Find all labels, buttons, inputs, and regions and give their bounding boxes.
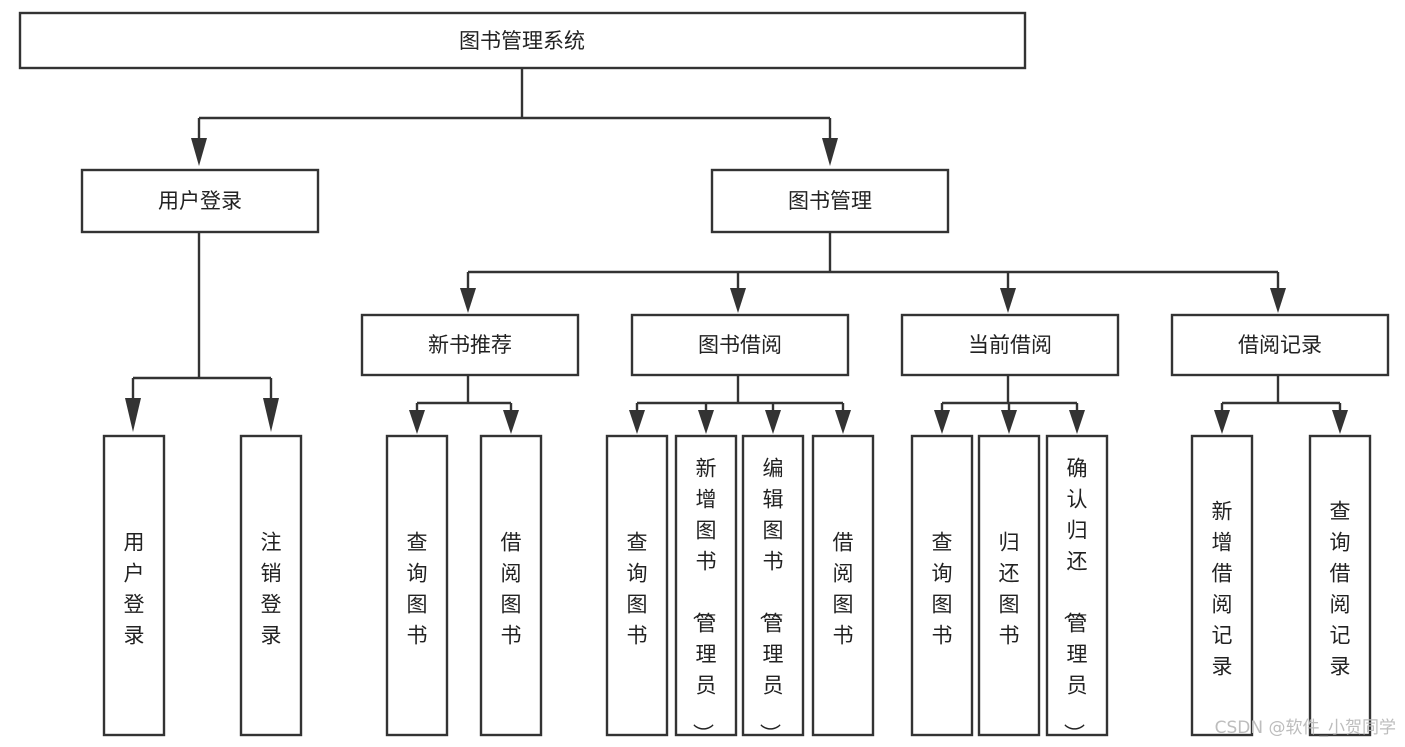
leaf-bb-query-book-box[interactable] — [605, 434, 669, 737]
arrow-head-borrow-record — [1270, 288, 1286, 313]
arrow-head-br-leaf-1 — [1214, 410, 1230, 434]
leaf-user-login-label: 用户登录 — [124, 531, 145, 648]
arrow-head-bb-leaf-1 — [629, 410, 645, 434]
arrow-head-nbr-leaf-2 — [503, 410, 519, 434]
connector-group-user-login — [125, 232, 279, 432]
leaf-nbr-query-book-box[interactable] — [385, 434, 449, 737]
node-user-login-box[interactable] — [80, 168, 320, 234]
leaf-cb-confirm-return-box[interactable] — [1045, 434, 1109, 737]
arrow-head-cb-leaf-2 — [1001, 410, 1017, 434]
leaf-cb-return-book-label: 归还图书 — [999, 531, 1020, 648]
node-book-mgmt-label: 图书管理 — [788, 189, 872, 213]
leaf-node[interactable]: 借阅图书 — [811, 434, 875, 737]
leaf-node[interactable]: 借阅图书 — [479, 434, 543, 737]
node-book-borrow[interactable]: 图书借阅 — [630, 313, 850, 377]
node-book-mgmt-box[interactable] — [710, 168, 950, 234]
arrow-head-leaf-user-login — [125, 398, 141, 432]
leaf-node[interactable]: 查询图书 — [910, 434, 974, 737]
connector-group-book-borrow — [629, 375, 851, 434]
node-root[interactable]: 图书管理系统 — [18, 11, 1027, 70]
node-user-login[interactable]: 用户登录 — [80, 168, 320, 234]
node-root-label: 图书管理系统 — [459, 29, 585, 53]
leaf-nbr-query-book-label: 查询图书 — [407, 531, 428, 648]
arrow-head-book-borrow — [730, 288, 746, 313]
leaf-user-login-box[interactable] — [102, 434, 166, 737]
leaf-node[interactable]: 确认归还（管理员） — [1045, 434, 1109, 744]
leaf-bb-borrow-book-box[interactable] — [811, 434, 875, 737]
node-current-borrow-box[interactable] — [900, 313, 1120, 377]
arrow-head-user-login — [191, 138, 207, 166]
leaf-cb-query-book-label: 查询图书 — [932, 531, 953, 648]
leaf-nbr-borrow-book-label: 借阅图书 — [501, 531, 522, 648]
node-current-borrow-label: 当前借阅 — [968, 333, 1052, 357]
node-new-book-recommend-box[interactable] — [360, 313, 580, 377]
node-user-login-label: 用户登录 — [158, 189, 242, 213]
node-current-borrow[interactable]: 当前借阅 — [900, 313, 1120, 377]
leaf-nbr-borrow-book-box[interactable] — [479, 434, 543, 737]
node-book-mgmt[interactable]: 图书管理 — [710, 168, 950, 234]
leaf-br-add-record-label: 新增借阅记录 — [1212, 500, 1233, 679]
csdn-watermark: CSDN @软件_小贺同学 — [1215, 718, 1396, 738]
arrow-head-cb-leaf-1 — [934, 410, 950, 434]
leaf-node[interactable]: 编辑图书（管理员） — [741, 434, 805, 744]
leaf-cb-query-book-box[interactable] — [910, 434, 974, 737]
leaf-bb-edit-book-box[interactable] — [741, 434, 805, 737]
arrow-head-leaf-logout — [263, 398, 279, 432]
node-borrow-record-box[interactable] — [1170, 313, 1390, 377]
leaf-br-query-record-box[interactable] — [1308, 434, 1372, 737]
leaf-cb-confirm-return-label: 确认归还（管理员） — [1062, 456, 1088, 744]
leaf-node[interactable]: 注销登录 — [239, 434, 303, 737]
node-borrow-record-label: 借阅记录 — [1238, 333, 1322, 357]
node-new-book-recommend-label: 新书推荐 — [428, 333, 512, 357]
leaf-bb-add-book-box[interactable] — [674, 434, 738, 737]
node-borrow-record[interactable]: 借阅记录 — [1170, 313, 1390, 377]
leaf-bb-edit-book-label: 编辑图书（管理员） — [758, 456, 784, 744]
arrow-head-bb-leaf-4 — [835, 410, 851, 434]
connector-group-book-mgmt — [460, 232, 1286, 313]
arrow-head-book-mgmt — [822, 138, 838, 166]
arrow-head-bb-leaf-3 — [765, 410, 781, 434]
leaf-br-query-record-label: 查询借阅记录 — [1330, 500, 1351, 679]
node-root-box[interactable] — [18, 11, 1027, 70]
connector-group-new-book-recommend — [409, 375, 519, 434]
leaf-node[interactable]: 查询借阅记录 — [1308, 434, 1372, 737]
connector-group-root — [191, 68, 838, 166]
connector-group-borrow-record — [1214, 375, 1348, 434]
leaf-logout-box[interactable] — [239, 434, 303, 737]
arrow-head-cb-leaf-3 — [1069, 410, 1085, 434]
node-new-book-recommend[interactable]: 新书推荐 — [360, 313, 580, 377]
leaf-bb-query-book-label: 查询图书 — [627, 531, 648, 648]
leaf-node[interactable]: 查询图书 — [385, 434, 449, 737]
leaf-node[interactable]: 新增借阅记录 — [1190, 434, 1254, 737]
arrow-head-new-book-recommend — [460, 288, 476, 313]
leaf-node[interactable]: 新增图书（管理员） — [674, 434, 738, 744]
arrow-head-nbr-leaf-1 — [409, 410, 425, 434]
leaf-br-add-record-box[interactable] — [1190, 434, 1254, 737]
leaf-logout-label: 注销登录 — [261, 531, 282, 648]
leaf-node[interactable]: 用户登录 — [102, 434, 166, 737]
node-book-borrow-label: 图书借阅 — [698, 333, 782, 357]
node-book-borrow-box[interactable] — [630, 313, 850, 377]
leaf-bb-borrow-book-label: 借阅图书 — [833, 531, 854, 648]
leaf-node[interactable]: 归还图书 — [977, 434, 1041, 737]
arrow-head-br-leaf-2 — [1332, 410, 1348, 434]
leaf-bb-add-book-label: 新增图书（管理员） — [691, 456, 717, 744]
leaf-cb-return-book-box[interactable] — [977, 434, 1041, 737]
connector-group-current-borrow — [934, 375, 1085, 434]
leaf-node[interactable]: 查询图书 — [605, 434, 669, 737]
arrow-head-bb-leaf-2 — [698, 410, 714, 434]
arrow-head-current-borrow — [1000, 288, 1016, 313]
